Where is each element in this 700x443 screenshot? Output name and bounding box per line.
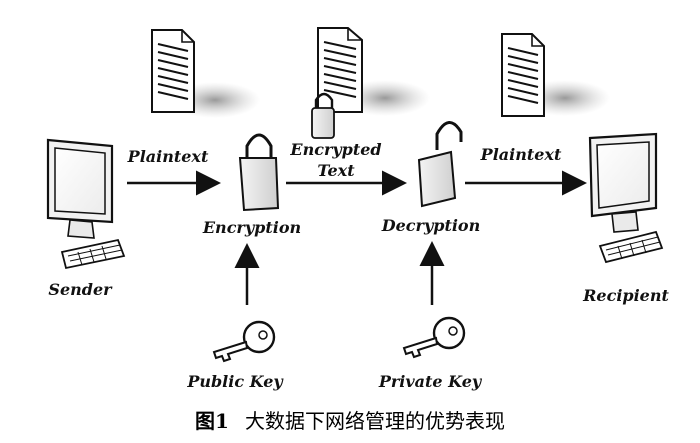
edge-label-encrypted-line2: Text bbox=[317, 161, 355, 180]
sender-computer-icon bbox=[46, 138, 126, 270]
encryption-lock-icon bbox=[238, 133, 280, 212]
node-label-private-key: Private Key bbox=[378, 372, 483, 391]
node-label-public-key: Public Key bbox=[186, 372, 284, 391]
recipient-computer-icon bbox=[588, 132, 664, 264]
figure-label: 图1 bbox=[195, 409, 229, 433]
decryption-lock-icon bbox=[417, 121, 463, 208]
node-label-recipient: Recipient bbox=[582, 286, 669, 305]
public-key-icon bbox=[212, 320, 276, 363]
node-label-sender: Sender bbox=[48, 280, 113, 299]
edge-label-plaintext-out: Plaintext bbox=[480, 145, 562, 164]
figure-caption: 图1 大数据下网络管理的优势表现 bbox=[0, 405, 700, 437]
document-icon-right bbox=[501, 33, 610, 117]
encrypted-document-lock-icon bbox=[311, 92, 335, 139]
document-icon-middle bbox=[317, 27, 430, 116]
node-label-encryption: Encryption bbox=[202, 218, 301, 237]
node-label-decryption: Decryption bbox=[381, 216, 480, 235]
figure-title: 大数据下网络管理的优势表现 bbox=[244, 409, 505, 433]
private-key-icon bbox=[402, 316, 466, 359]
document-icon-left bbox=[151, 29, 260, 118]
edge-label-encrypted-line1: Encrypted bbox=[289, 140, 381, 159]
edge-label-plaintext-in: Plaintext bbox=[127, 147, 209, 166]
